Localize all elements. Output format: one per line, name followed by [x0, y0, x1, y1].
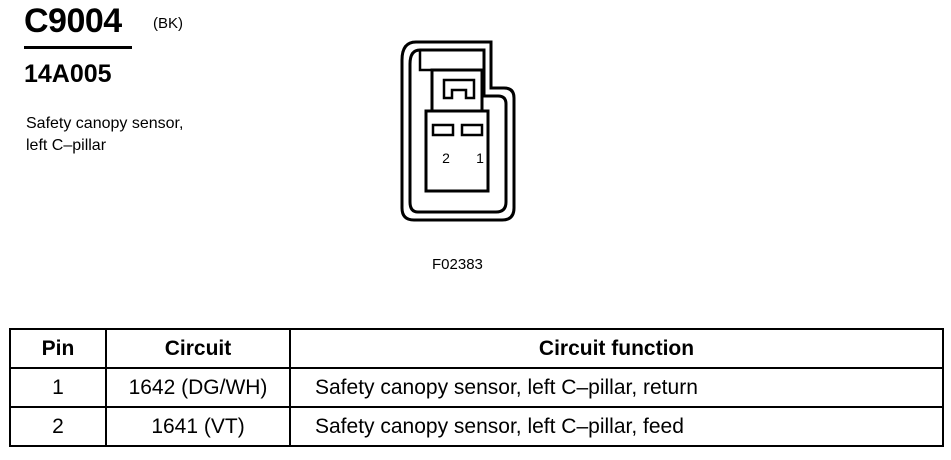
table-header-row: Pin Circuit Circuit function — [9, 328, 944, 369]
housing-inner — [408, 48, 508, 214]
cell-pin: 2 — [9, 406, 107, 447]
cell-function: Safety canopy sensor, left C–pillar, ret… — [289, 367, 944, 408]
connector-id: C9004 — [24, 2, 122, 40]
pin-cavity-2 — [431, 123, 455, 137]
connector-id-underline — [24, 46, 132, 49]
header-circuit: Circuit — [105, 328, 291, 369]
cell-function: Safety canopy sensor, left C–pillar, fee… — [289, 406, 944, 447]
pin-label-2: 2 — [442, 150, 450, 166]
header-function: Circuit function — [289, 328, 944, 369]
connector-body — [424, 109, 490, 193]
pin-cavity-1 — [460, 123, 484, 137]
cell-circuit: 1641 (VT) — [105, 406, 291, 447]
table-row: 2 1641 (VT) Safety canopy sensor, left C… — [9, 406, 944, 447]
cell-pin: 1 — [9, 367, 107, 408]
latch — [430, 68, 484, 111]
connector-face-diagram: 2 1 — [400, 40, 516, 222]
housing-outer — [400, 40, 516, 222]
cell-circuit: 1642 (DG/WH) — [105, 367, 291, 408]
lock-tab-step — [418, 50, 432, 72]
part-number: 14A005 — [24, 60, 112, 88]
table-row: 1 1642 (DG/WH) Safety canopy sensor, lef… — [9, 367, 944, 408]
pin-label-1: 1 — [476, 150, 484, 166]
pin-table: Pin Circuit Circuit function 1 1642 (DG/… — [9, 328, 944, 447]
latch-detail — [442, 78, 476, 100]
figure-reference: F02383 — [432, 256, 483, 273]
connector-color: (BK) — [153, 15, 183, 32]
header-pin: Pin — [9, 328, 107, 369]
connector-description: Safety canopy sensor, left C–pillar — [26, 115, 184, 154]
